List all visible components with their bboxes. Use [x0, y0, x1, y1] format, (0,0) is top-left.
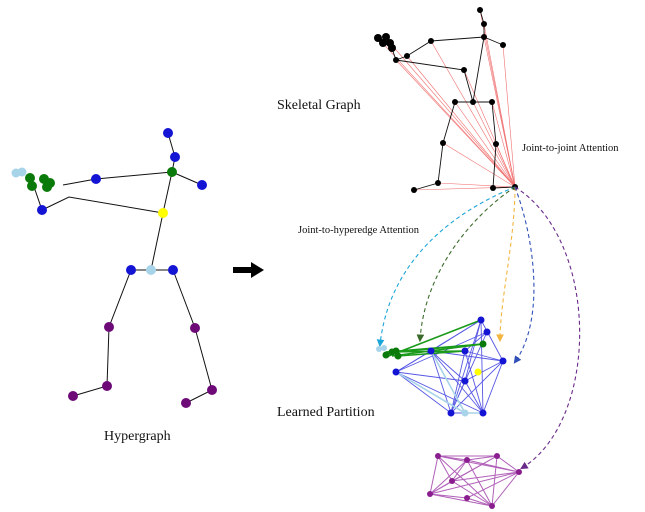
joint-to-joint-attention-label: Joint-to-joint Attention [522, 143, 619, 154]
hypergraph-joints [11, 128, 217, 408]
partition-purple-joints [427, 453, 522, 509]
hypergraph-label: Hypergraph [104, 429, 171, 444]
skeletal-graph-edges [377, 9, 516, 191]
hypergraph-figure [31, 132, 213, 404]
skeletal-graph-joints [374, 7, 518, 193]
skeletal-graph-label: Skeletal Graph [277, 98, 361, 113]
partition-joints [376, 316, 507, 417]
joint-to-hyperedge-attention-label: Joint-to-hyperedge Attention [298, 225, 420, 236]
learned-partition-label: Learned Partition [277, 405, 375, 420]
right-arrow-icon [233, 262, 264, 278]
partition-blue-edges [395, 319, 504, 414]
partition-green-edges [385, 319, 484, 358]
joint-to-hyperedge-arrows [376, 186, 581, 470]
partition-purple-edges [429, 455, 520, 507]
